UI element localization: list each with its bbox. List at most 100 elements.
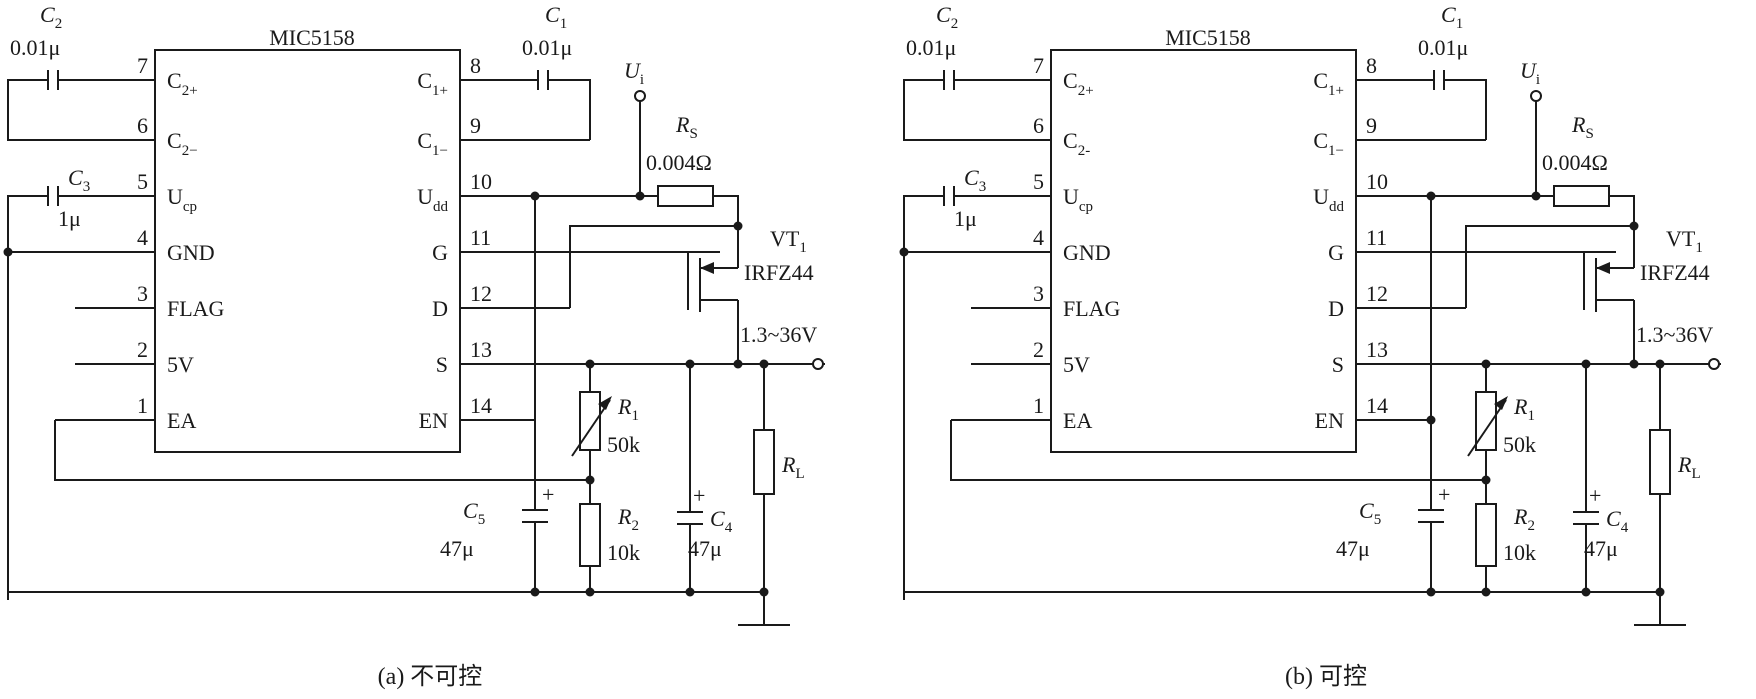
component-label: C4 (710, 506, 733, 536)
component-label: VT1 (770, 226, 807, 256)
component-label: C4 (1606, 506, 1629, 536)
pin-number: 8 (1366, 53, 1377, 78)
component-label: RL (1677, 452, 1701, 482)
component-label: RS (1571, 112, 1594, 142)
input-terminal (634, 90, 646, 102)
pin-label: C2+ (167, 68, 198, 99)
pin-label: GND (167, 240, 215, 265)
component-label: C5 (1359, 498, 1381, 528)
pin-label: GND (1063, 240, 1111, 265)
ground-rail (903, 587, 1686, 626)
component-label: RS (675, 112, 698, 142)
pin-label: 5V (1063, 352, 1090, 377)
pin-label: FLAG (167, 296, 225, 321)
component-label: C1 (545, 2, 567, 32)
component-value: IRFZ44 (1640, 260, 1710, 285)
pin-number: 10 (470, 169, 492, 194)
pin-label: G (432, 240, 448, 265)
polarity-plus: + (1589, 483, 1601, 508)
pin-label: S (1332, 352, 1344, 377)
pin-label: C1− (417, 128, 448, 159)
mosfet-vt1: VT1 IRFZ44 (1465, 221, 1710, 364)
chip-name: MIC5158 (1165, 25, 1251, 50)
resistor-r2: R2 10k (579, 503, 640, 592)
pin-number: 5 (1033, 169, 1044, 194)
output-voltage-label: 1.3~36V (1636, 322, 1713, 347)
circuit-a: MIC5158 7 6 5 4 3 2 1 C2+ C2− Ucp GND FL… (3, 2, 825, 690)
input-label: Ui (624, 58, 644, 88)
component-value: 50k (1503, 432, 1536, 457)
capacitor-c3: C3 1μ (903, 165, 1026, 600)
pin-label: Ucp (1063, 184, 1093, 215)
pin-number: 6 (1033, 113, 1044, 138)
component-label: C3 (964, 165, 986, 195)
pin-label: D (1328, 296, 1344, 321)
capacitor-c1: C1 0.01μ (1406, 2, 1487, 140)
junction-dot (1481, 587, 1491, 597)
capacitor-c1: C1 0.01μ (510, 2, 591, 140)
junction-dot (733, 359, 743, 369)
pin-number: 10 (1366, 169, 1388, 194)
resistor-r1: R1 50k (1467, 364, 1536, 504)
ea-feedback-wire (54, 420, 590, 481)
component-label: C5 (463, 498, 485, 528)
component-label: C1 (1441, 2, 1463, 32)
output-node: 1.3~36V (585, 322, 824, 370)
pin-label: EA (1063, 408, 1092, 433)
component-value: 0.004Ω (1542, 150, 1608, 175)
pin-number: 1 (1033, 393, 1044, 418)
component-value: 0.01μ (906, 35, 956, 60)
pin-number: 12 (1366, 281, 1388, 306)
polarity-plus: + (693, 483, 705, 508)
circuit-b: MIC5158 7 6 5 4 3 2 1 C2+ C2- Ucp GND FL… (899, 2, 1721, 690)
input-terminal (1530, 90, 1542, 102)
junction-dot (585, 475, 595, 485)
pin-number: 4 (1033, 225, 1044, 250)
pin-number: 1 (137, 393, 148, 418)
junction-dot (1426, 415, 1436, 425)
component-value: 0.01μ (522, 35, 572, 60)
pin-number: 8 (470, 53, 481, 78)
pin-number: 5 (137, 169, 148, 194)
pin-label: Ucp (167, 184, 197, 215)
capacitor-c4: + C4 47μ (1573, 364, 1629, 592)
pin-label: G (1328, 240, 1344, 265)
right-pins: 8 9 10 11 12 13 14 C1+ C1− Udd G D S EN (1313, 53, 1721, 433)
resistor-r1: R1 50k (571, 364, 640, 504)
component-label: VT1 (1666, 226, 1703, 256)
component-label: R1 (1513, 394, 1535, 424)
figure-caption: (b) 可控 (1285, 663, 1367, 690)
component-value: 0.004Ω (646, 150, 712, 175)
pin-number: 9 (470, 113, 481, 138)
polarity-plus: + (1438, 482, 1450, 507)
junction-dot (530, 587, 540, 597)
pin-label: C2+ (1063, 68, 1094, 99)
figure-caption: (a) 不可控 (378, 663, 483, 690)
pin-label: FLAG (1063, 296, 1121, 321)
output-terminal (812, 358, 824, 370)
pin-label: C1+ (417, 68, 448, 99)
pin-number: 2 (137, 337, 148, 362)
junction-dot (685, 587, 695, 597)
ea-feedback-wire (950, 420, 1486, 481)
pin-label: C2- (1063, 128, 1090, 159)
input-label: Ui (1520, 58, 1540, 88)
pin-label: EN (419, 408, 448, 433)
left-pins: 7 6 5 4 3 2 1 C2+ C2− Ucp GND FLAG 5V EA (55, 53, 225, 433)
pin-label: C2− (167, 128, 198, 159)
component-value: 47μ (1336, 536, 1370, 561)
pin-label: C1+ (1313, 68, 1344, 99)
left-pins: 7 6 5 4 3 2 1 C2+ C2- Ucp GND FLAG 5V EA (951, 53, 1121, 433)
junction-dot (899, 247, 909, 257)
pin-label: 5V (167, 352, 194, 377)
capacitor-c5: + C5 47μ (440, 196, 554, 592)
junction-dot (1481, 475, 1491, 485)
pin-number: 7 (1033, 53, 1044, 78)
output-terminal (1708, 358, 1720, 370)
pin-label: S (436, 352, 448, 377)
drain-sense-wire (569, 225, 738, 308)
component-value: IRFZ44 (744, 260, 814, 285)
resistor-rs: RS 0.004Ω (640, 112, 739, 226)
